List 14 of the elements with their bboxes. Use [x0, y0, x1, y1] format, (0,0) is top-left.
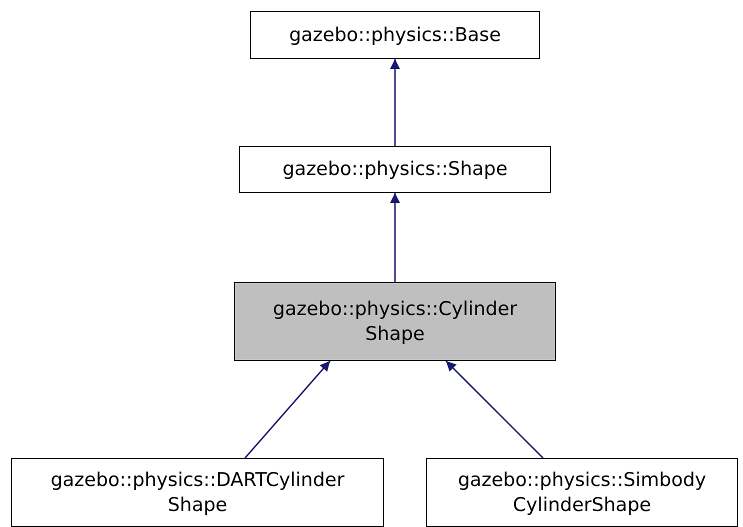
arrow [390, 59, 400, 146]
class-name: gazebo::physics::DARTCylinder Shape [50, 468, 346, 518]
class-box [11, 458, 384, 527]
class-box [250, 11, 540, 59]
class-box [239, 146, 551, 193]
class-name: gazebo::physics::Base [289, 22, 501, 48]
arrow [390, 193, 400, 282]
class-name: gazebo::physics::Shape [282, 157, 508, 182]
class-name: gazebo::physics::Simbody CylinderShape [456, 468, 708, 518]
arrow [244, 360, 331, 458]
class-box [426, 458, 738, 527]
class-name: gazebo::physics::Cylinder Shape [272, 296, 518, 346]
arrow [445, 360, 544, 459]
class-box [234, 282, 556, 361]
